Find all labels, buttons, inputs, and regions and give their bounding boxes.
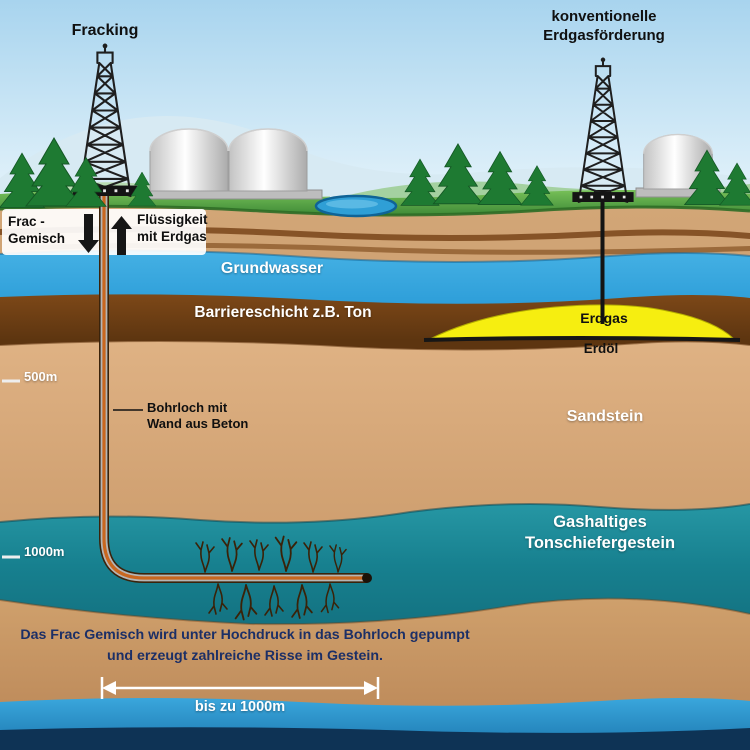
shale-label-line2: Tonschiefergestein xyxy=(524,533,676,552)
down-arrow-icon xyxy=(78,240,99,253)
caption-line1: Das Frac Gemisch wird unter Hochdruck in… xyxy=(20,627,470,643)
fluid-line1: Flüssigkeit xyxy=(137,212,208,227)
pond xyxy=(314,194,398,218)
shale-label: Gashaltiges Tonschiefergestein xyxy=(525,512,675,553)
pipe-end-cap xyxy=(362,573,372,583)
depth-500-label: 500m xyxy=(24,369,58,384)
frac-mix-label: Frac - Gemisch xyxy=(8,214,65,248)
caption: Das Frac Gemisch wird unter Hochdruck in… xyxy=(20,625,469,666)
soil-streak xyxy=(30,242,750,255)
bedrock-layer xyxy=(0,727,750,750)
ground-layers xyxy=(0,204,750,750)
barrier-label: Barriereschicht z.B. Ton xyxy=(194,304,372,321)
gas-lens xyxy=(429,304,736,340)
oil-band xyxy=(423,336,741,342)
depth-1000-label: 1000m xyxy=(24,544,65,559)
tank-icon xyxy=(149,128,229,192)
conventional-title-line2: Erdgasförderung xyxy=(543,26,665,44)
fracking-title: Fracking xyxy=(71,22,139,39)
flow-arrows xyxy=(78,214,132,255)
fracking-borehole-pipe xyxy=(99,196,372,583)
fluid-label: Flüssigkeit mit Erdgas xyxy=(137,212,208,246)
conventional-title-line1: konventionelle xyxy=(551,8,657,25)
borehole-label-line1: Bohrloch mit xyxy=(147,400,228,415)
sandstone-label: Sandstein xyxy=(566,408,644,425)
tank-icon xyxy=(228,128,308,192)
borehole-label: Bohrloch mit Wand aus Beton xyxy=(147,400,248,433)
oil-label: Erdöl xyxy=(583,341,619,356)
groundwater-label: Grundwasser xyxy=(220,260,324,277)
up-arrow-icon xyxy=(117,229,126,255)
borehole-label-line2: Wand aus Beton xyxy=(147,416,249,432)
caption-line2: und erzeugt zahlreiche Risse im Gestein. xyxy=(107,647,383,664)
up-arrow-icon xyxy=(111,216,132,229)
gas-label: Erdgas xyxy=(580,310,628,326)
conventional-title: konventionelle Erdgasförderung xyxy=(543,8,665,46)
scale-label: bis zu 1000m xyxy=(194,699,286,715)
frac-mix-line1: Frac - xyxy=(8,214,45,229)
fluid-line2: mit Erdgas xyxy=(137,228,207,244)
frac-mix-line2: Gemisch xyxy=(8,230,66,246)
down-arrow-icon xyxy=(84,214,93,240)
scale-arrow xyxy=(100,677,380,699)
shale-label-line1: Gashaltiges xyxy=(553,513,647,531)
